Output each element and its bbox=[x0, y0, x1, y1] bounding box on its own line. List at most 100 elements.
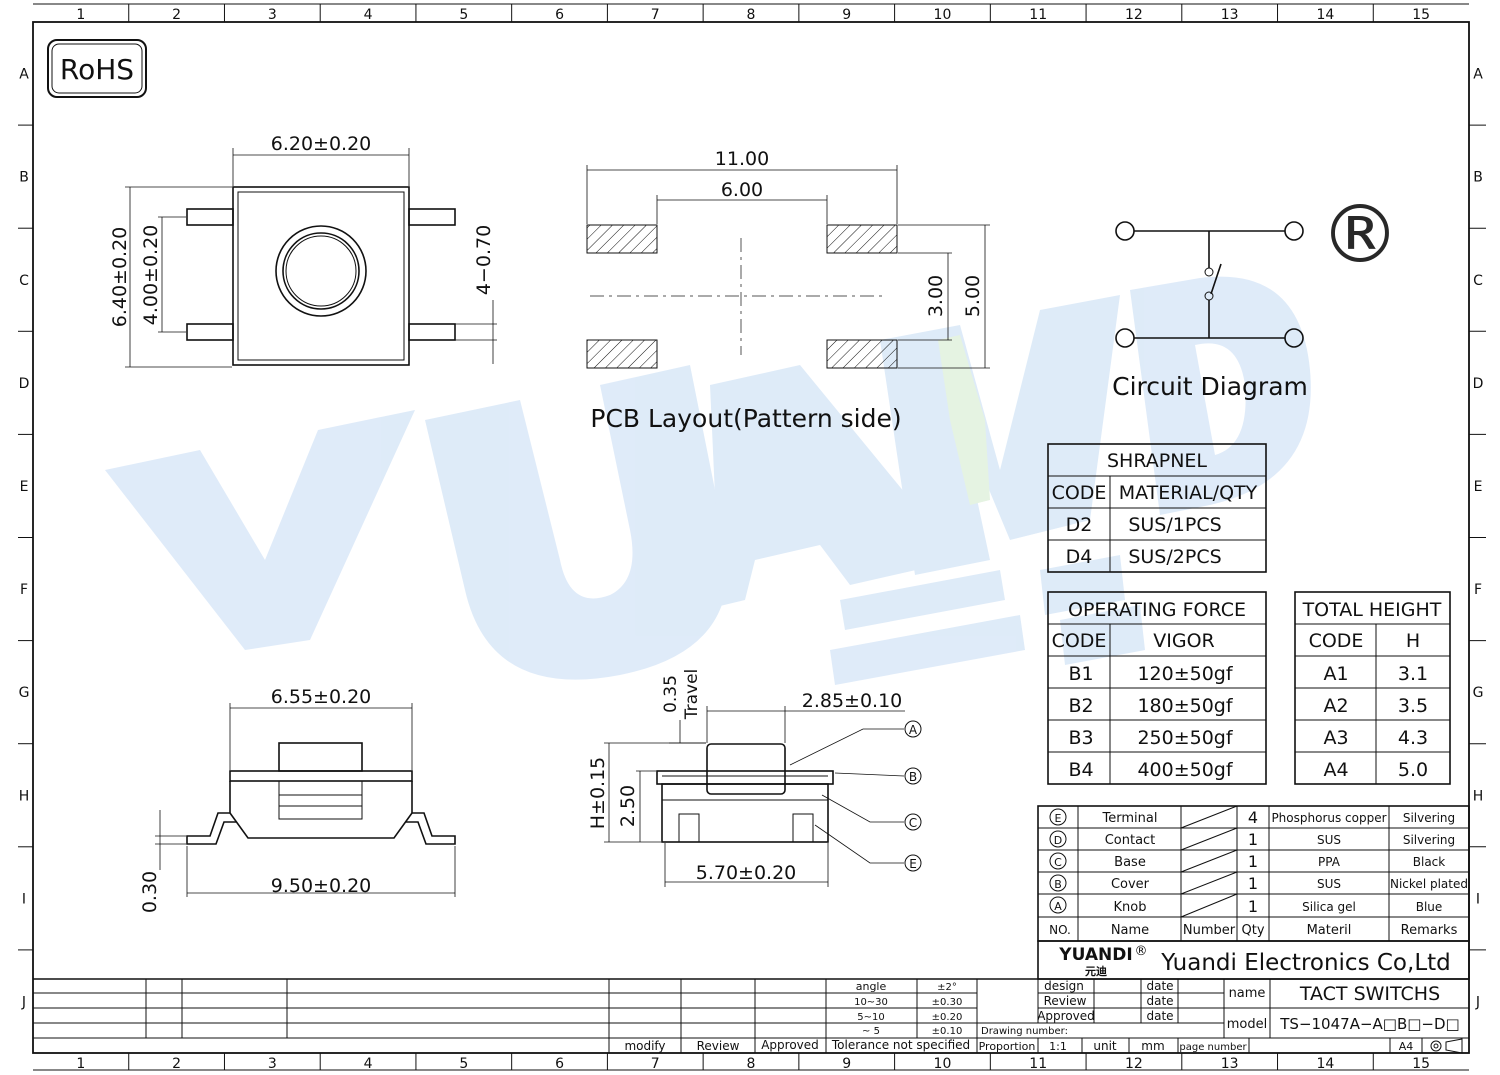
zone-col-label: 5 bbox=[459, 1056, 468, 1072]
force-row-vigor: 180±50gf bbox=[1137, 695, 1233, 717]
zone-col-label: 8 bbox=[747, 7, 756, 23]
zone-col-label: 3 bbox=[268, 7, 277, 23]
side-view: 0.35 Travel 2.85±0.10 H±0.15 2.50 5.70±0… bbox=[587, 669, 922, 887]
height-h-code: CODE bbox=[1309, 630, 1364, 652]
shrapnel-h-material: MATERIAL/QTY bbox=[1119, 482, 1258, 504]
zone-col-label: 7 bbox=[651, 7, 660, 23]
zone-row-label: J bbox=[21, 994, 26, 1010]
zone-col-label: 6 bbox=[555, 1056, 564, 1072]
bom-qty: 4 bbox=[1248, 808, 1258, 827]
zone-col-label: 14 bbox=[1316, 1056, 1334, 1072]
zone-col-label: 13 bbox=[1221, 1056, 1239, 1072]
zone-row-label: D bbox=[1473, 376, 1484, 392]
tol-range-1: 10~30 bbox=[854, 997, 888, 1008]
bom-material: SUS bbox=[1317, 877, 1341, 891]
body-dim: 2.50 bbox=[617, 785, 639, 827]
tol-range-3: ~ 5 bbox=[862, 1026, 880, 1037]
zone-row-label: I bbox=[22, 891, 26, 907]
bom-h-qty: Qty bbox=[1241, 923, 1264, 938]
bom-remark: Silvering bbox=[1403, 833, 1455, 847]
zone-row-label: E bbox=[20, 479, 29, 495]
tol-range-2: 5~10 bbox=[857, 1012, 884, 1023]
tol-angle: angle bbox=[856, 980, 887, 993]
force-row-code: B3 bbox=[1068, 727, 1093, 749]
zone-col-label: 9 bbox=[842, 1056, 851, 1072]
zone-row-label: E bbox=[1474, 479, 1483, 495]
zone-row-label: F bbox=[1474, 582, 1482, 598]
callout-e: E bbox=[909, 857, 917, 871]
bom-name: Contact bbox=[1105, 833, 1156, 848]
model-value: TS−1047A−A□B□−D□ bbox=[1279, 1015, 1459, 1033]
top-height-dim: 6.40±0.20 bbox=[109, 227, 131, 328]
zone-col-label: 9 bbox=[842, 7, 851, 23]
force-row-code: B1 bbox=[1068, 663, 1093, 685]
pcb-title: PCB Layout(Pattern side) bbox=[590, 404, 901, 433]
rev-approved: Approved bbox=[761, 1038, 819, 1052]
zone-row-label: G bbox=[19, 685, 30, 701]
zone-col-label: 5 bbox=[459, 7, 468, 23]
front-top-dim: 6.55±0.20 bbox=[271, 686, 372, 708]
zone-row-label: J bbox=[1475, 994, 1480, 1010]
zone-row-label: F bbox=[20, 582, 28, 598]
shrapnel-row-material: SUS/1PCS bbox=[1128, 514, 1221, 536]
zone-col-label: 15 bbox=[1412, 7, 1430, 23]
circuit-diagram: Circuit Diagram bbox=[1112, 221, 1308, 401]
sheet-size: A4 bbox=[1399, 1040, 1414, 1053]
model-label: model bbox=[1227, 1017, 1267, 1032]
bom-material: Silica gel bbox=[1302, 900, 1356, 914]
height-h-h: H bbox=[1406, 630, 1420, 652]
zone-row-label: D bbox=[19, 376, 30, 392]
bom-name: Base bbox=[1114, 855, 1146, 870]
bom-no: E bbox=[1055, 812, 1062, 825]
height-title: TOTAL HEIGHT bbox=[1302, 599, 1442, 621]
bom-rows: E Terminal 4 Phosphorus copper Silvering… bbox=[1049, 808, 1468, 916]
shrapnel-row-code: D2 bbox=[1066, 514, 1093, 536]
tol-value-3: ±0.10 bbox=[932, 1026, 963, 1037]
zone-row-label: A bbox=[1473, 67, 1483, 83]
force-row-code: B4 bbox=[1068, 759, 1093, 781]
zone-grid: 1122334455667788991010111112121313141415… bbox=[18, 4, 1486, 1072]
height-row-value: 5.0 bbox=[1398, 759, 1428, 781]
shrapnel-table: SHRAPNEL CODE MATERIAL/QTY D2 SUS/1PCS D… bbox=[1047, 443, 1267, 573]
force-row-vigor: 400±50gf bbox=[1137, 759, 1233, 781]
bom-no: C bbox=[1054, 856, 1062, 869]
zone-row-label: C bbox=[19, 273, 29, 289]
zone-col-label: 14 bbox=[1316, 7, 1334, 23]
company-name: Yuandi Electronics Co,Ltd bbox=[1160, 950, 1451, 976]
zone-col-label: 2 bbox=[172, 7, 181, 23]
zone-col-label: 7 bbox=[651, 1056, 660, 1072]
zone-row-label: I bbox=[1476, 891, 1480, 907]
height-row-value: 3.1 bbox=[1398, 663, 1428, 685]
drawing-number-label: Drawing number: bbox=[981, 1026, 1068, 1037]
force-row-vigor: 120±50gf bbox=[1137, 663, 1233, 685]
travel-label: Travel bbox=[682, 669, 702, 721]
projection-symbol-icon bbox=[1430, 1038, 1463, 1054]
bom-material: SUS bbox=[1317, 833, 1341, 847]
watermark-registered-mark: ® bbox=[1320, 188, 1400, 281]
bom-remark: Blue bbox=[1416, 900, 1443, 914]
operating-force-table: OPERATING FORCE CODE VIGOR B1 120±50gf B… bbox=[1047, 591, 1267, 785]
top-view: 6.20±0.20 6.40±0.20 4.00±0.20 4−0.70 bbox=[109, 133, 497, 368]
bom-remark: Silvering bbox=[1403, 811, 1455, 825]
tol-angle-value: ±2° bbox=[937, 982, 957, 993]
zone-col-label: 4 bbox=[364, 7, 373, 23]
bom-name: Terminal bbox=[1102, 811, 1158, 826]
bom-h-material: Materil bbox=[1307, 923, 1352, 938]
tol-value-2: ±0.20 bbox=[932, 1012, 963, 1023]
bom-h-number: Number bbox=[1183, 923, 1236, 938]
zone-row-label: H bbox=[1473, 788, 1484, 804]
shrapnel-row-code: D4 bbox=[1066, 546, 1093, 568]
bom-name: Cover bbox=[1111, 877, 1150, 892]
knob-dim: 2.85±0.10 bbox=[802, 690, 903, 712]
bom-qty: 1 bbox=[1248, 874, 1258, 893]
page-number-label: page number bbox=[1179, 1042, 1247, 1053]
bom-material: Phosphorus copper bbox=[1271, 811, 1386, 825]
shrapnel-h-code: CODE bbox=[1052, 482, 1107, 504]
review-label: Review bbox=[1044, 994, 1087, 1008]
zone-col-label: 15 bbox=[1412, 1056, 1430, 1072]
front-bottom-dim: 9.50±0.20 bbox=[271, 875, 372, 897]
force-title: OPERATING FORCE bbox=[1068, 599, 1246, 621]
pcb-layout: 11.00 6.00 3.00 5.00 PCB Layout(Pattern … bbox=[586, 148, 990, 433]
bom-qty: 1 bbox=[1248, 852, 1258, 871]
